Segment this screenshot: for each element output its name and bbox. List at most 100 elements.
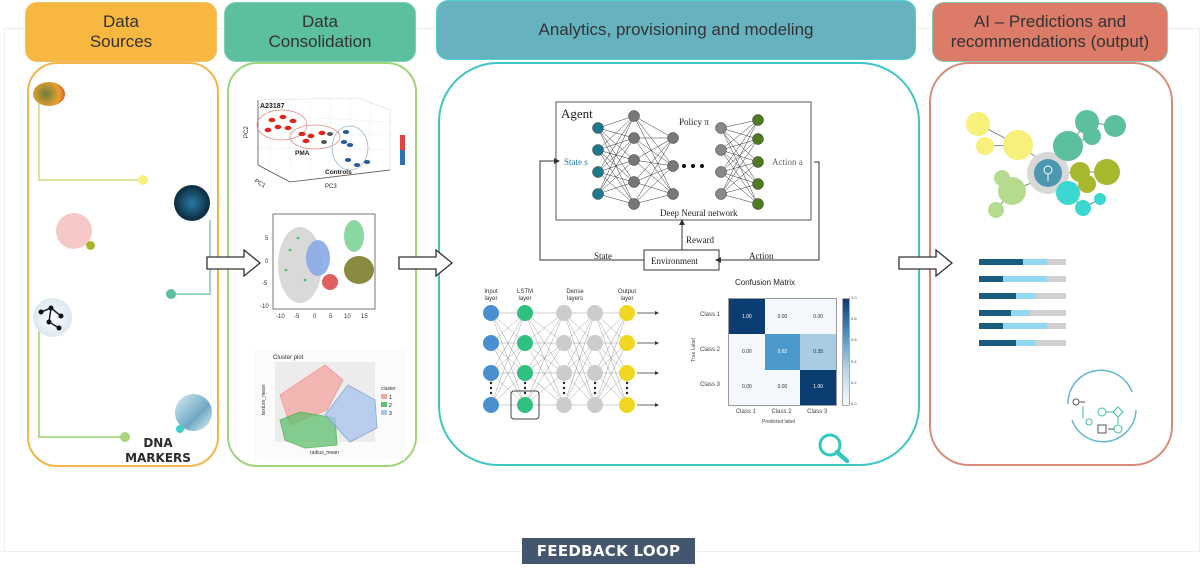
- nn-node: [628, 154, 640, 166]
- nn-edge: [597, 115, 635, 129]
- pca-label-pma: PMA: [295, 150, 310, 157]
- lstm-edge: [490, 342, 526, 406]
- nn-edge: [720, 119, 759, 151]
- cluster-legend-swatch-1: [381, 394, 387, 399]
- output-bar: [979, 276, 1066, 282]
- pca-axis-pc1: PC1: [253, 179, 267, 190]
- nn-edge: [720, 119, 759, 173]
- nn-edge: [597, 115, 635, 173]
- lstm-ellipsis-dot: [489, 386, 493, 390]
- nn-edge: [633, 159, 674, 195]
- rl-agent-diagram: Agent Policy π State s Action a Deep Neu…: [539, 101, 820, 271]
- lstm-node: [517, 397, 533, 413]
- lstm-node: [483, 335, 499, 351]
- feedback-line-left: [0, 551, 522, 552]
- output-bar-light: [979, 323, 1047, 329]
- output-bar-dark: [979, 259, 1023, 265]
- cm-colorbar-tick: 0.6: [851, 337, 857, 343]
- lstm-node: [556, 397, 572, 413]
- nn-edge: [720, 119, 759, 129]
- output-bar: [979, 293, 1066, 299]
- header-analytics: Analytics, provisioning and modeling: [436, 0, 916, 60]
- cm-ylabel: True Label: [690, 338, 697, 362]
- nn-node: [592, 122, 604, 134]
- nn-node: [628, 110, 640, 122]
- nn-node: [752, 198, 764, 210]
- lstm-node: [483, 365, 499, 381]
- cluster-plot-xlabel: radius_mean: [310, 450, 339, 456]
- arrow-right-icon: [898, 249, 954, 277]
- nn-node: [592, 144, 604, 156]
- lstm-output-arrowhead: [655, 403, 659, 407]
- output-bar-dark: [979, 340, 1017, 346]
- nn-node: [667, 132, 679, 144]
- fingerprint-icon: [174, 185, 210, 221]
- cluster-plot-title: Cluster plot: [273, 355, 304, 361]
- output-bar-dark: [979, 310, 1012, 316]
- lstm-ellipsis-dot: [593, 381, 597, 385]
- nn-edge: [633, 137, 674, 161]
- header-data-consolidation: Data Consolidation: [224, 2, 416, 62]
- nn-edge: [597, 115, 635, 195]
- lstm-node: [619, 397, 635, 413]
- molecule-icon: [33, 298, 72, 337]
- nn-edge: [633, 115, 674, 167]
- nn-edge: [633, 137, 674, 195]
- lstm-edge: [490, 312, 526, 406]
- cluster-legend-swatch-2: [381, 402, 387, 407]
- lstm-edge: [594, 342, 628, 406]
- cluster-legend-1: 1: [389, 395, 392, 401]
- lstm-ellipsis-dot: [593, 386, 597, 390]
- nn-node: [752, 156, 764, 168]
- cm-cell: 0.00: [800, 299, 836, 335]
- nn-node: [752, 178, 764, 190]
- rl-state-s-label: State s: [564, 157, 588, 167]
- lstm-ellipsis-dot: [562, 386, 566, 390]
- pca-label-a23187: A23187: [260, 103, 285, 110]
- cm-colorbar-tick: 0.2: [851, 379, 857, 385]
- lstm-output-arrowhead: [655, 311, 659, 315]
- lstm-ellipsis-dot: [625, 386, 629, 390]
- lstm-node: [483, 397, 499, 413]
- cm-row-label: Class 2: [700, 347, 721, 353]
- cluster-legend-3: 3: [389, 411, 392, 417]
- pca-label-controls: Controls: [325, 169, 352, 176]
- nn-edge: [633, 115, 674, 195]
- lstm-ellipsis-dot: [562, 381, 566, 385]
- nn-node: [752, 114, 764, 126]
- lstm-edge: [490, 312, 526, 374]
- output-bar: [979, 310, 1066, 316]
- cluster-plot: Cluster plot radius_mean texture_mean cl…: [255, 350, 405, 460]
- lstm-edge: [524, 312, 565, 374]
- tsne-xtick: 15: [361, 314, 368, 320]
- nn-edge: [633, 181, 674, 195]
- lstm-ellipsis-dot: [562, 391, 566, 395]
- arrow-right-icon: [206, 249, 262, 277]
- nn-edge: [720, 127, 759, 205]
- dna-dot: [176, 425, 184, 433]
- nn-edge: [720, 138, 759, 173]
- cm-colorbar-tick: 0.0: [851, 401, 857, 406]
- nn-edge: [720, 127, 759, 140]
- lstm-node: [587, 397, 603, 413]
- lstm-node: [556, 365, 572, 381]
- output-bar-dark: [979, 276, 1004, 282]
- feedback-loop-label: FEEDBACK LOOP: [522, 538, 695, 564]
- cluster-plot-ylabel: texture_mean: [261, 384, 267, 415]
- cm-row-label: Class 1: [700, 311, 721, 318]
- cm-col-label: Class 3: [807, 409, 828, 415]
- nn-node: [628, 132, 640, 144]
- cm-cell: 0.62: [764, 334, 801, 370]
- nn-edge: [633, 193, 674, 205]
- nn-node: [628, 176, 640, 188]
- lstm-edge: [563, 312, 596, 406]
- nn-edge: [633, 115, 674, 139]
- output-bar: [979, 340, 1066, 346]
- lstm-output-arrowhead: [655, 371, 659, 375]
